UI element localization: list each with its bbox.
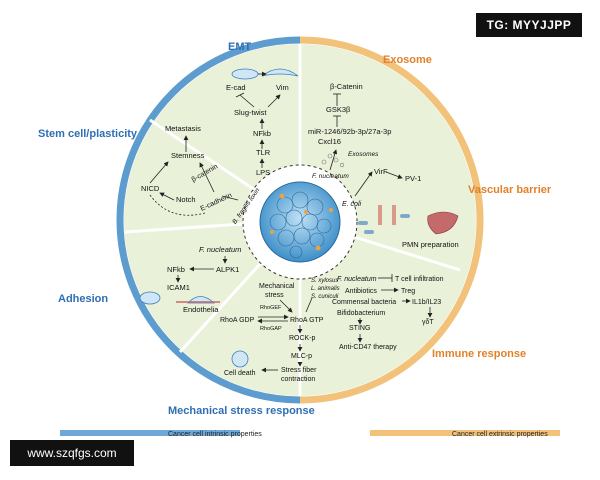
label-gsk3b: GSK3β — [326, 105, 351, 114]
label-ecad: E-cad — [226, 83, 246, 92]
legend-intrinsic-label: Cancer cell intrinsic properties — [168, 431, 262, 438]
label-beta-catenin-top: β-Catenin — [330, 82, 363, 91]
label-nfkb: NFkb — [253, 129, 271, 138]
label-virf: VirF — [374, 167, 388, 176]
section-mechanical: Mechanical stress response — [168, 405, 315, 417]
section-vascular: Vascular barrier — [468, 184, 552, 196]
vascular-pathway: VirF PV-1 E. coli PMN preparation — [342, 167, 459, 249]
label-celldeath: Cell death — [224, 370, 256, 377]
label-pmn: PMN preparation — [402, 240, 459, 249]
dying-cell-icon — [231, 350, 249, 368]
emt-cell-epithelial — [231, 68, 259, 80]
label-metastasis: Metastasis — [165, 124, 201, 133]
immune-pathway: F. nucleatum T cell infiltration Antibio… — [332, 276, 444, 351]
section-exosome: Exosome — [383, 54, 432, 66]
tumor-cells — [269, 191, 332, 259]
section-adhesion: Adhesion — [58, 293, 108, 305]
label-fnucleatum-exo: F. nucleatum — [312, 173, 349, 180]
label-stressfiber: Stress fiber — [281, 367, 317, 374]
mechanical-pathway: Mechanical stress S. xylosus L. animalis… — [220, 278, 340, 383]
vascular-vessel — [358, 205, 410, 234]
legend-extrinsic-bar — [370, 430, 560, 436]
liver-icon — [427, 211, 459, 235]
label-mech-stress2: stress — [265, 292, 284, 299]
adhesion-arrows — [175, 256, 228, 283]
label-lanimalis: L. animalis — [311, 286, 340, 292]
label-commensal: Commensal bacteria — [332, 299, 396, 306]
exosome-pathway: β-Catenin GSK3β miR-1246/92b-3p/27a-3p C… — [308, 82, 391, 180]
legend-extrinsic-label: Cancer cell extrinsic properties — [452, 431, 548, 438]
label-sxylosus: S. xylosus — [311, 278, 338, 284]
label-ecoli: E. coli — [342, 201, 362, 208]
label-contraction: contraction — [281, 376, 315, 383]
label-fn-immune: F. nucleatum — [337, 276, 377, 283]
label-tlr: TLR — [256, 148, 271, 157]
adhesion-cell-icon — [139, 291, 161, 305]
label-bifido: Bifidobacterium — [337, 310, 385, 317]
website-badge: www.szqfgs.com — [10, 440, 134, 466]
section-emt: EMT — [228, 41, 252, 53]
section-immune: Immune response — [432, 348, 526, 360]
emt-cell-mesenchymal — [261, 68, 299, 77]
label-mech-stress: Mechanical — [259, 283, 295, 290]
bacteria-dots — [270, 193, 333, 251]
stem-arrows — [149, 135, 239, 216]
label-cxcl16: Cxcl16 — [318, 137, 341, 146]
tumor-cluster — [259, 181, 341, 263]
label-nicd: NICD — [141, 184, 160, 193]
label-treg: Treg — [401, 288, 415, 295]
adhesion-pathway: F. nucleatum ALPK1 NFkb ICAM1 Endothelia — [167, 245, 241, 314]
label-lps: LPS — [256, 168, 270, 177]
exosome-arrows — [329, 93, 341, 171]
label-tcell: T cell infiltration — [395, 276, 444, 283]
label-nfkb-adh: NFkb — [167, 265, 185, 274]
section-stem: Stem cell/plasticity — [38, 128, 138, 140]
intrinsic-ring — [116, 36, 301, 404]
emt-pathway: E-cad Vim Slug-twist NFkb TLR LPS — [226, 83, 289, 177]
label-rhogap: RhoGAP — [260, 326, 282, 332]
immune-arrows — [357, 274, 433, 343]
label-endothelia: Endothelia — [183, 305, 219, 314]
extrinsic-ring — [299, 36, 484, 404]
label-fnucleatum-adh: F. nucleatum — [199, 245, 241, 254]
label-rhoa-gdp: RhoA GDP — [220, 317, 255, 324]
label-il1b: IL1b/IL23 — [412, 299, 441, 306]
tg-badge: TG: MYYJJPP — [476, 13, 582, 37]
label-cd47: Anti-CD47 therapy — [339, 344, 397, 351]
vascular-arrows — [354, 171, 403, 197]
label-scuniculi: S. cuniculi — [311, 294, 339, 300]
label-rhoa-gtp: RhoA GTP — [290, 317, 324, 324]
label-notch: Notch — [176, 195, 196, 204]
label-exosomes: Exosomes — [348, 151, 379, 158]
emt-arrows — [235, 92, 281, 168]
label-vim: Vim — [276, 83, 289, 92]
label-icam1: ICAM1 — [167, 283, 190, 292]
label-pv1: PV-1 — [405, 174, 421, 183]
label-sting: STING — [349, 325, 370, 332]
mechanical-arrows — [257, 297, 313, 373]
label-rockp: ROCK-p — [289, 335, 316, 342]
label-antibiotics: Antibiotics — [345, 288, 377, 295]
label-gdt: γδT — [422, 319, 434, 326]
label-mir: miR-1246/92b-3p/27a-3p — [308, 127, 391, 136]
label-mlcp: MLC-p — [291, 353, 312, 360]
label-slug-twist: Slug-twist — [234, 108, 267, 117]
exosome-vesicles — [321, 153, 345, 168]
legend-intrinsic-bar — [60, 430, 240, 436]
label-rhogef: RhoGEF — [260, 305, 282, 311]
label-stemness: Stemness — [171, 151, 205, 160]
label-alpk1: ALPK1 — [216, 265, 239, 274]
